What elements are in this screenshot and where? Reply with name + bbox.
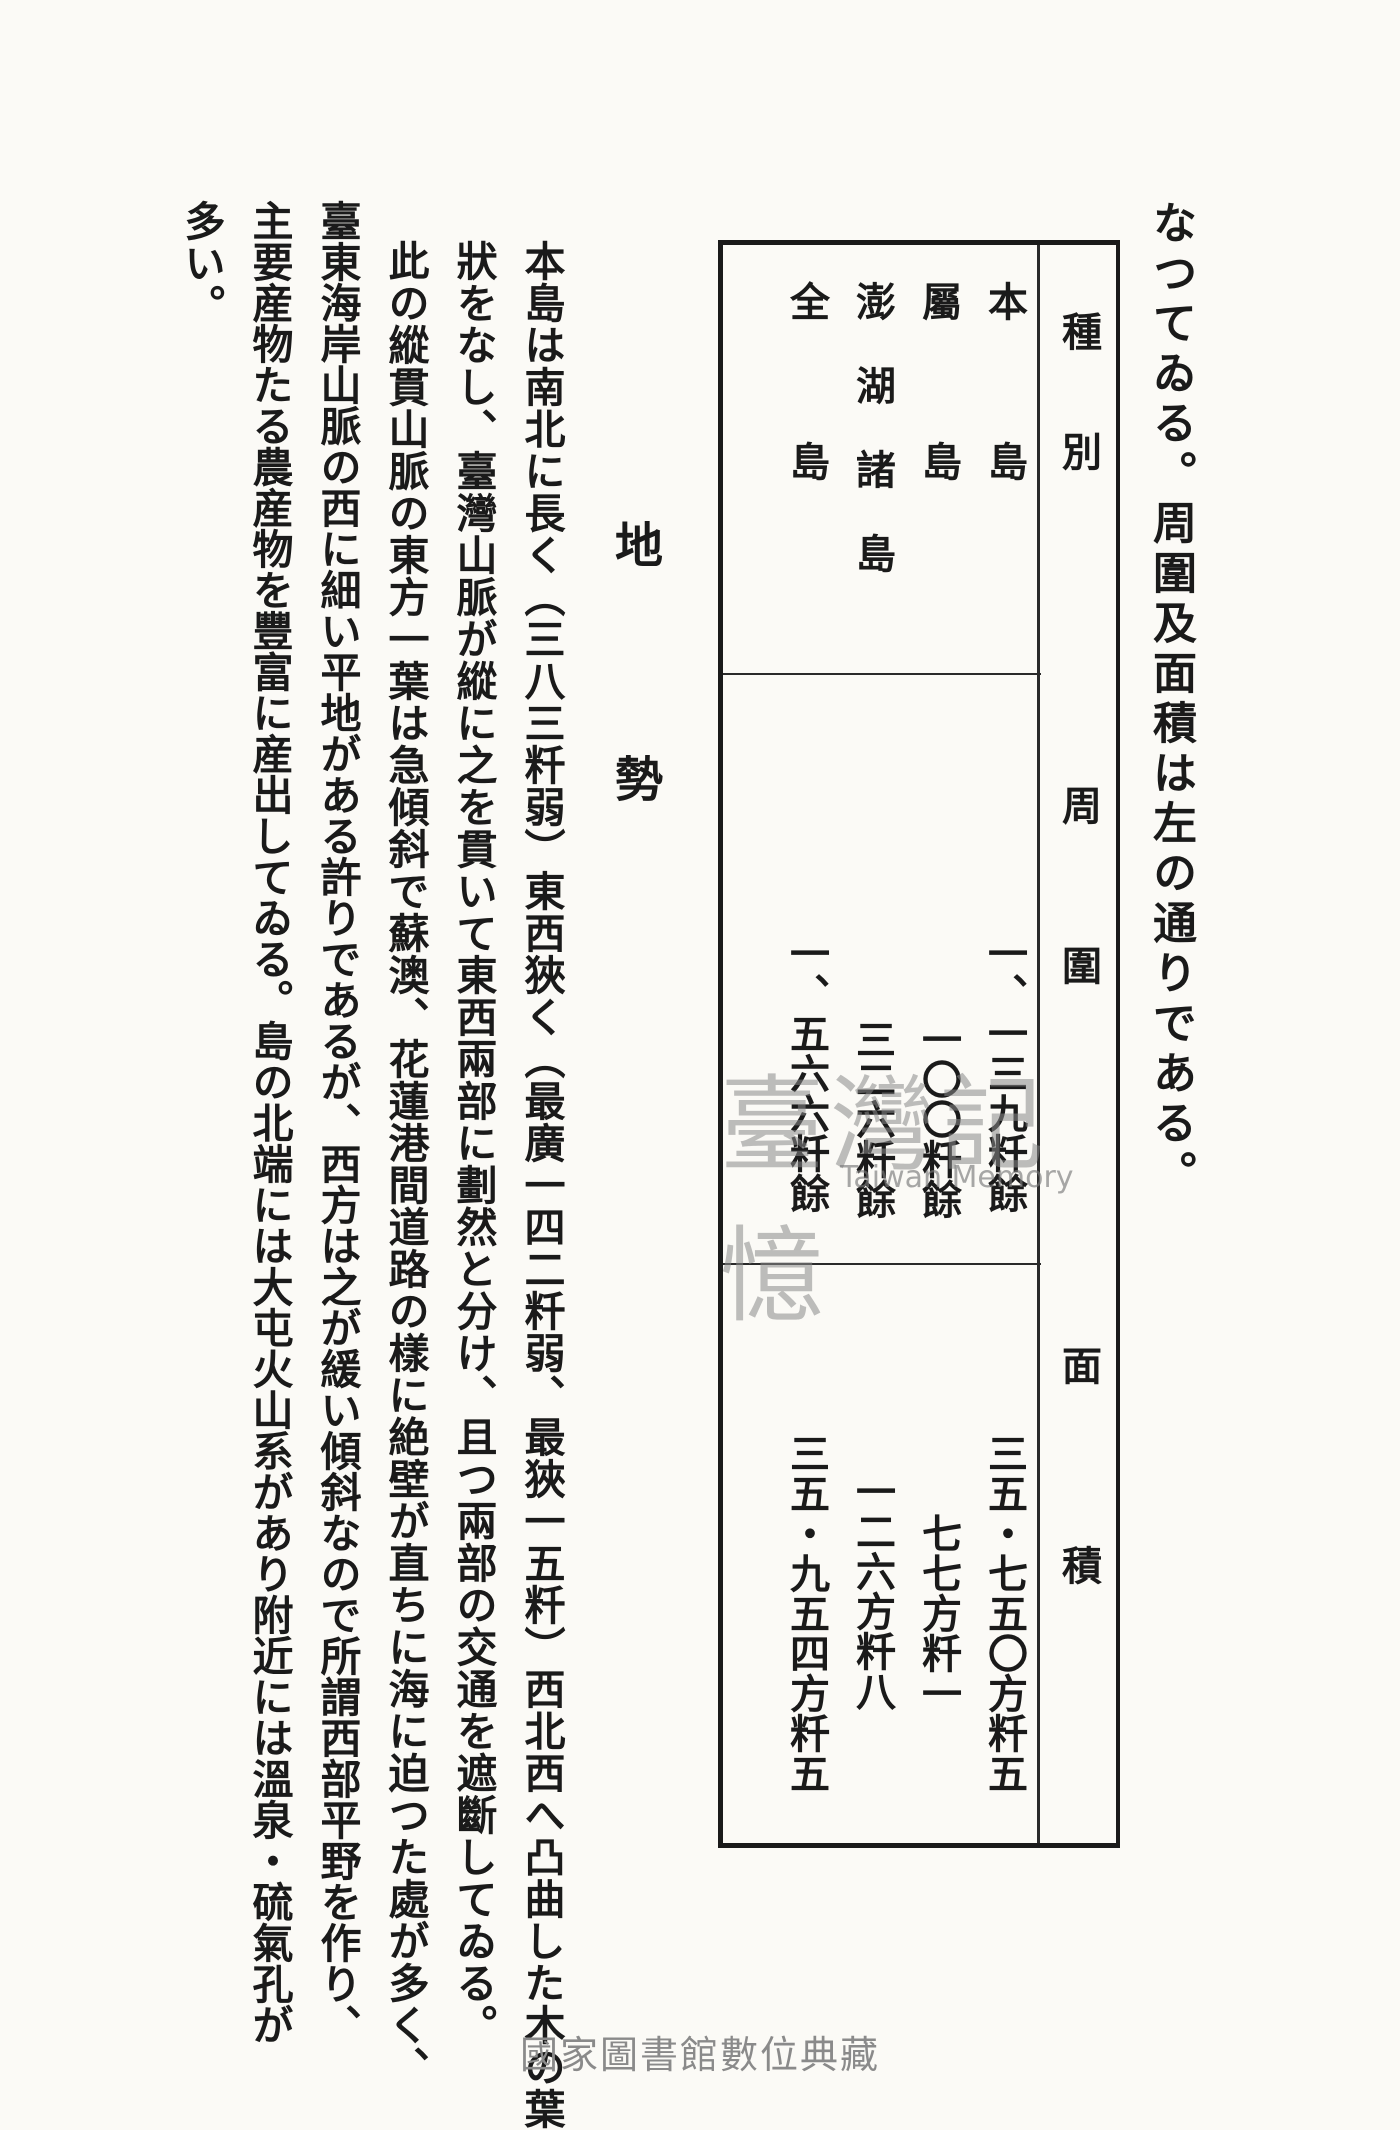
perimeter-area-table: 種 別 周 圍 面 積 本 島 一、一三九粁餘 三五・七五〇方粁五 屬 島 一〇… — [718, 240, 1120, 1848]
header-area: 面 積 — [1055, 1345, 1102, 1585]
watermark-subtitle: Taiwan Memory — [840, 1160, 1074, 1195]
table-rule-perimeter-area — [723, 1263, 1041, 1265]
row-area: 三五・九五四方粁五 — [783, 1433, 830, 1793]
body-column: 臺東海岸山脈の西に細い平地がある許りであるが、西方は之が緩い傾斜なので所謂西部平… — [313, 200, 361, 2045]
row-area: 一二六方粁八 — [849, 1471, 896, 1711]
row-perimeter: 一〇〇粁餘 — [915, 1019, 962, 1219]
table-header-divider — [1037, 245, 1040, 1843]
watermark-title: 臺灣記憶 — [720, 1064, 1051, 1337]
row-perimeter: 一、一三九粁餘 — [981, 933, 1028, 1213]
row-name: 本 島 — [981, 281, 1028, 481]
body-column: 狀をなし、臺灣山脈が縱に之を貫いて東西兩部に劃然と分け、且つ兩部の交通を遮斷して… — [449, 240, 497, 2046]
row-name: 全 島 — [783, 281, 830, 481]
body-column: 多い。 — [177, 200, 225, 326]
row-area: 三五・七五〇方粁五 — [981, 1433, 1028, 1793]
row-perimeter: 一、五六六粁餘 — [783, 933, 830, 1213]
section-title: 地 勢 — [606, 520, 662, 832]
body-column: 此の縱貫山脈の東方一葉は急傾斜で蘇澳、花蓮港間道路の樣に絶壁が直ちに海に迫つた處… — [381, 240, 429, 2088]
row-name: 澎湖諸島 — [849, 281, 896, 617]
watermark-logo: 臺灣記憶 Taiwan Memory — [720, 1040, 1130, 1337]
body-column: 主要産物たる農産物を豐富に産出してゐる。島の北端には大屯火山系があり附近には溫泉… — [245, 200, 293, 2045]
footer-credit: 國家圖書館數位典藏 — [519, 2033, 880, 2077]
row-area: 七七方粁一 — [915, 1513, 962, 1713]
header-perimeter: 周 圍 — [1055, 785, 1102, 985]
row-perimeter: 三二六粁餘 — [849, 1019, 896, 1219]
table-rule-category-perimeter — [723, 673, 1041, 675]
row-name: 屬 島 — [915, 281, 962, 481]
intro-line: なつてゐる。周圍及面積は左の通りである。 — [1145, 200, 1196, 1200]
body-column: 本島は南北に長く（三八三粁弱）東西狹く（最廣一四二粁弱、最狹一五粁）西北西へ凸曲… — [517, 240, 565, 2130]
header-category: 種 別 — [1055, 311, 1102, 471]
